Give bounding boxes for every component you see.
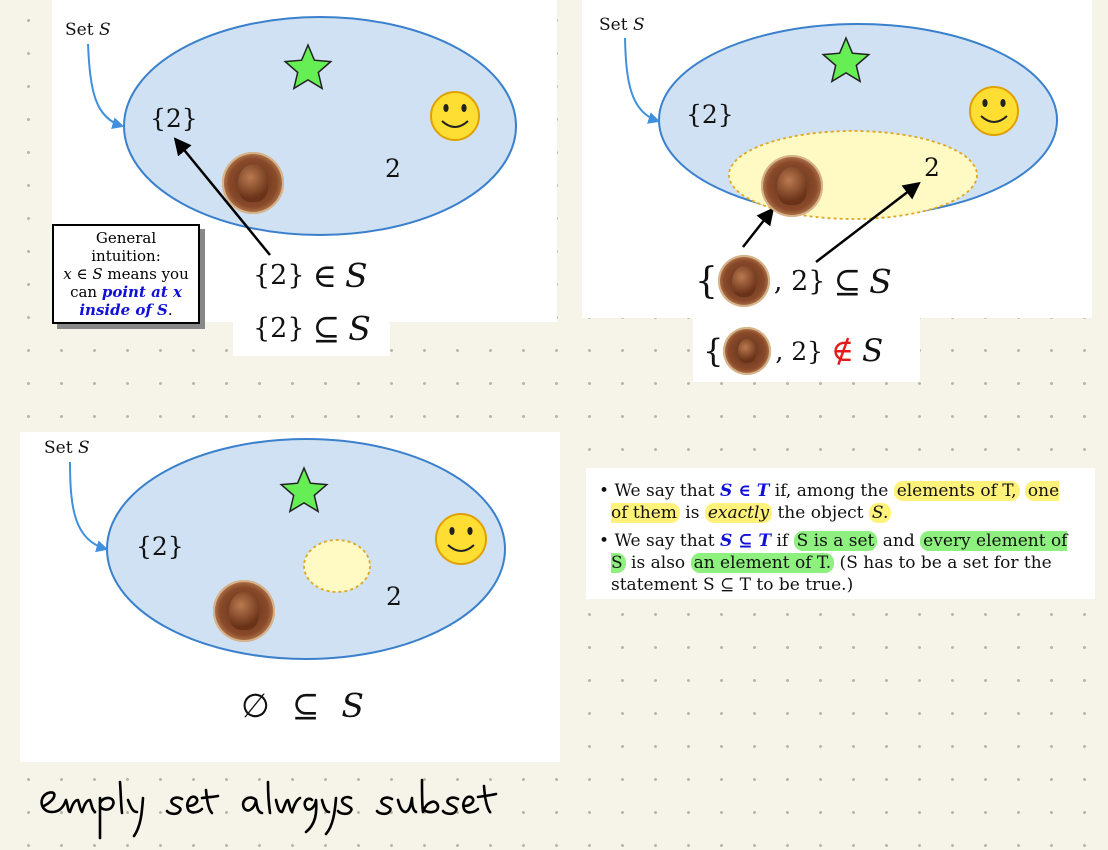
intuition-line-4: inside of S. [79,301,173,319]
element-set-two: {2} [150,104,198,133]
definition-subset: • We say that S ⊆ T if S is a set and ev… [599,531,1068,595]
smiley-icon [435,513,487,565]
penny-icon [717,255,770,307]
element-set-two: {2} [686,100,734,129]
set-label: Set S [65,20,111,40]
smiley-icon [969,86,1019,136]
pointer-arrow [173,137,271,256]
set-label-text: Set [599,15,633,35]
penny-icon [213,580,275,642]
intuition-line-3: can point at x [70,283,182,301]
empty-subset-ellipse [303,539,371,593]
definitions-list: • We say that S ∈ T if, among the elemen… [597,480,1077,602]
intuition-line-2: x ∈ S means you [63,265,189,283]
intuition-line-1: General intuition: [91,229,161,265]
set-variable: S [632,15,645,35]
star-icon [821,36,871,83]
pointer-arrow [742,207,775,248]
not-element-symbol: ∉ [831,333,855,369]
handwritten-note [40,778,498,840]
set-label: Set S [44,438,90,458]
star-icon [283,43,333,90]
statement-subset: {2}⊆S [253,309,371,348]
penny-icon [222,152,284,214]
panel-element-of-lower [233,318,390,356]
penny-icon [723,327,772,375]
penny-icon [761,155,823,217]
intuition-box: General intuition: x ∈ S means you can p… [52,224,200,324]
element-set-two: {2} [136,532,184,561]
element-two: 2 [385,154,401,183]
element-two: 2 [924,153,940,182]
statement-subset: { , 2}⊆S [695,255,892,307]
set-label-pointer [69,461,109,553]
set-label-pointer [624,37,661,124]
set-label: Set S [599,15,645,35]
set-label-pointer [87,43,125,130]
element-two: 2 [386,582,402,611]
set-variable: S [77,438,90,458]
statement-element-of: {2}∈S [253,256,368,295]
set-variable: S [98,20,111,40]
statement-not-element: { , 2}∉S [703,327,883,375]
star-icon [279,466,329,513]
smiley-icon [430,91,480,141]
definition-element-of: • We say that S ∈ T if, among the elemen… [599,481,1060,523]
pointer-arrow [815,181,921,263]
statement-empty-subset: ∅⊆S [241,686,365,725]
set-label-text: Set [44,438,78,458]
set-label-text: Set [65,20,99,40]
